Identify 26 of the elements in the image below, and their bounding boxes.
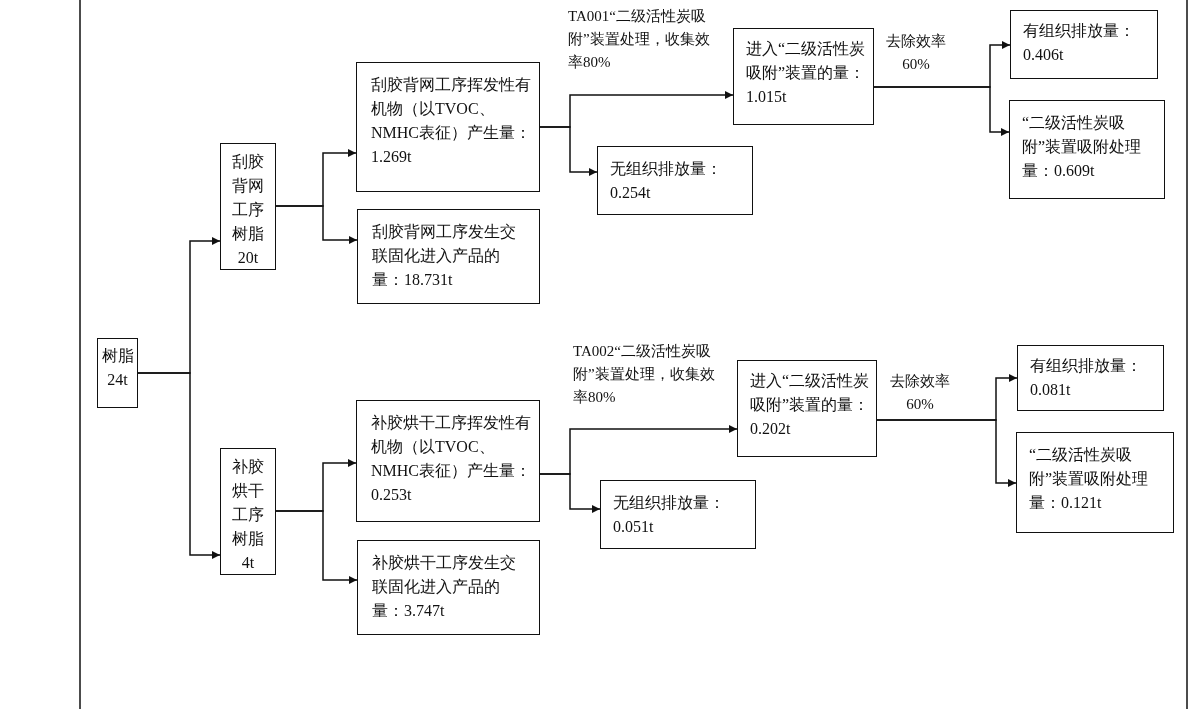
edge-label: TA002“二级活性炭吸附”装置处理，收集效率80% [573,342,716,407]
process-box: “二级活性炭吸附”装置吸附处理量：0.609t [1009,100,1165,199]
process-box: 无组织排放量：0.051t [600,480,756,549]
process-box: 树脂24t [97,338,138,408]
process-box: 刮胶背网工序挥发性有机物（以TVOC、NMHC表征）产生量：1.269t [356,62,540,192]
arrow [137,372,221,559]
process-box: 进入“二级活性炭吸附”装置的量：0.202t [737,360,877,457]
arrow [539,126,598,176]
edge-label: 去除效率60% [889,372,951,414]
edge-label: 去除效率60% [885,32,947,74]
process-box: 补胶烘干工序发生交联固化进入产品的量：3.747t [357,540,540,635]
process-box: 进入“二级活性炭吸附”装置的量：1.015t [733,28,874,125]
process-box: “二级活性炭吸附”装置吸附处理量：0.121t [1016,432,1174,533]
process-box: 刮胶背网工序树脂20t [220,143,276,270]
process-box: 补胶烘干工序树脂4t [220,448,276,575]
arrow [539,473,601,513]
edge-label: TA001“二级活性炭吸附”装置处理，收集效率80% [568,7,711,72]
process-box: 无组织排放量：0.254t [597,146,753,215]
process-box: 补胶烘干工序挥发性有机物（以TVOC、NMHC表征）产生量：0.253t [356,400,540,522]
process-box: 有组织排放量：0.081t [1017,345,1164,411]
process-box: 有组织排放量：0.406t [1010,10,1158,79]
arrow [873,86,1010,136]
arrow [275,205,358,244]
process-box: 刮胶背网工序发生交联固化进入产品的量：18.731t [357,209,540,304]
arrow [275,510,358,584]
arrow [876,419,1017,487]
